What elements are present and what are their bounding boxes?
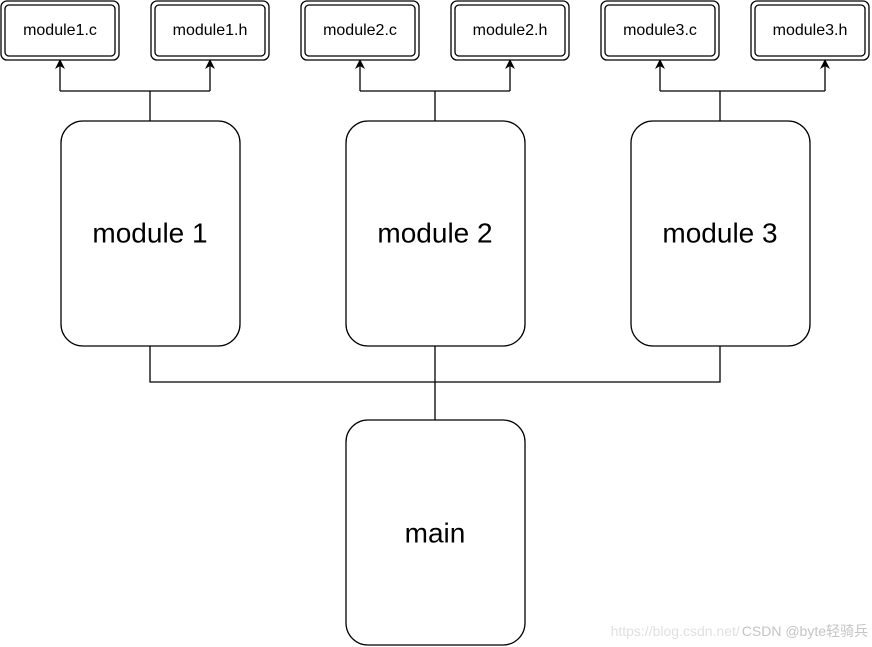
file-connectors — [55, 59, 830, 121]
file-label-module2-c: module2.c — [323, 22, 397, 39]
module-box-2: module 2 — [345, 120, 526, 347]
module-label-3: module 3 — [662, 217, 777, 248]
watermark-author: CSDN @byte轻骑兵 — [741, 623, 868, 639]
connector-module2-trunk — [360, 90, 510, 121]
module-label-1: module 1 — [92, 217, 207, 248]
file-box-module1-c: module1.c — [0, 0, 120, 61]
module-box-1: module 1 — [60, 120, 241, 347]
file-box-module2-c: module2.c — [300, 0, 420, 61]
file-box-module2-h: module2.h — [450, 0, 570, 61]
main-label: main — [405, 517, 466, 548]
connector-module3-main — [435, 346, 721, 383]
connector-module1-trunk — [60, 90, 210, 121]
main-connectors — [149, 346, 721, 420]
module-box-3: module 3 — [630, 120, 811, 347]
file-label-module1-h: module1.h — [173, 22, 248, 39]
watermark-url: https://blog.csdn.net/ — [610, 623, 740, 639]
module-label-2: module 2 — [377, 217, 492, 248]
file-box-module3-h: module3.h — [750, 0, 870, 61]
file-label-module2-h: module2.h — [473, 22, 548, 39]
file-label-module3-c: module3.c — [623, 22, 697, 39]
file-box-module1-h: module1.h — [150, 0, 270, 61]
watermark: https://blog.csdn.net/CSDN @byte轻骑兵 — [611, 621, 868, 641]
main-box: main — [345, 419, 526, 646]
file-label-module1-c: module1.c — [23, 22, 97, 39]
connector-module3-trunk — [660, 90, 825, 121]
connector-module1-main — [149, 346, 435, 383]
file-label-module3-h: module3.h — [773, 22, 848, 39]
file-box-module3-c: module3.c — [600, 0, 720, 61]
